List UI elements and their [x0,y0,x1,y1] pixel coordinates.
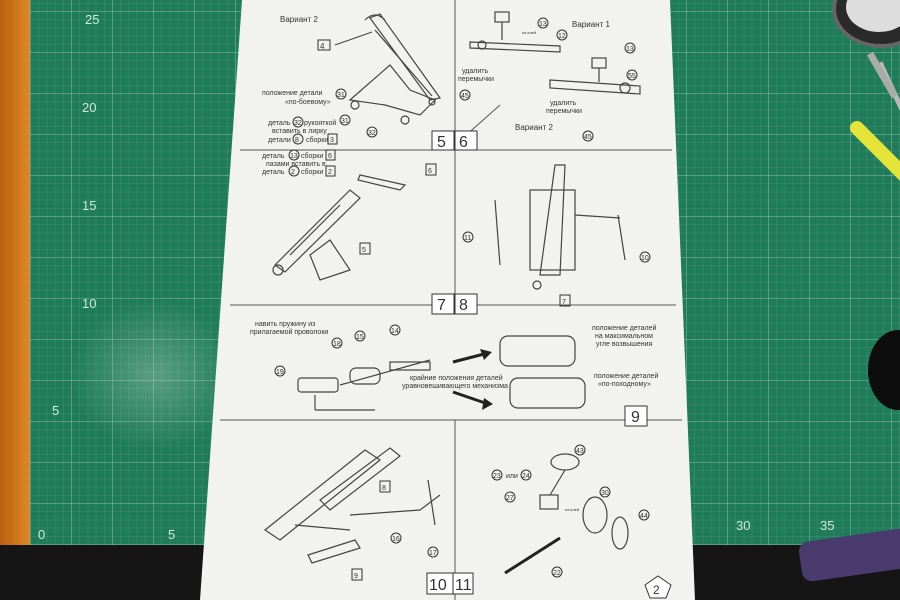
callout: 9 [354,573,358,580]
callout: 17 [429,550,437,557]
callout: 6 [328,153,332,160]
callout: 55 [628,73,636,80]
note: уравновешивающего механизма [402,383,508,390]
note: вставить в лирку [272,128,327,135]
callout: 8 [382,485,386,492]
callout: 6 [428,168,432,175]
note: крайние положения деталей [410,374,503,382]
callout: 22 [553,570,561,577]
callout: 14 [391,328,399,335]
mat-number: 10 [82,296,97,311]
spring-assembly [297,335,586,411]
variant-label: Вариант 2 [515,123,553,132]
callout: 23 [493,473,501,480]
note: угле возвышения [596,341,653,348]
instruction-diagrams: Вариант 2 4 положение детали «по-боевому… [220,0,682,600]
callout: 2 [328,169,332,176]
note: «по-походному» [598,381,651,388]
callout: 11 [464,235,471,242]
mortar-drawing-7 [272,174,407,281]
callout: 32 [294,120,302,127]
note: деталь [268,120,291,127]
step-number: 11 [455,577,472,594]
callout: 15 [356,334,364,341]
note: положение детали [262,90,323,97]
mat-number: 0 [38,527,46,542]
mat-number: 25 [85,12,100,27]
note: прилагаемой проволоки [250,328,328,336]
note: сборки [301,168,323,176]
variant-label: Вариант 2 [280,15,318,24]
note: на клей [522,30,536,35]
callout: 31 [337,92,345,99]
note: деталь [262,153,285,160]
callout: 8 [295,137,299,144]
callout: 2 [291,169,295,176]
note: удалить [462,68,488,75]
mat-number: 15 [82,198,97,213]
callout: 16 [392,536,400,543]
step-number: 6 [459,134,468,151]
mortar-drawing-5 [348,13,442,125]
note: рукояткой [304,119,336,127]
note: сборки [306,136,328,144]
callout: 13 [290,153,298,160]
note: «по-боевому» [285,98,331,106]
step-number: 8 [459,297,468,314]
callout: 13 [539,21,547,28]
note: на клей [565,507,579,512]
note: деталь [262,169,285,176]
note: перемычки [458,76,494,83]
callout: 24 [522,473,530,480]
callout: 13 [626,46,634,53]
mat-stain [70,300,240,450]
note: детали [268,137,291,144]
note: на максимальном [595,333,653,340]
callout: 31 [341,118,349,125]
callout: 30 [601,490,609,497]
step-number: 9 [631,409,640,426]
callout: 5 [362,247,366,254]
note: перемычки [546,108,582,115]
mat-number: 35 [820,518,835,533]
callout: 3 [330,137,334,144]
callout: 4 [320,42,325,51]
mat-number: 5 [168,527,176,542]
mat-number: 30 [736,518,751,533]
step-number: 5 [437,134,446,151]
mat-number: 5 [52,403,60,418]
callout: 45 [584,134,592,141]
instruction-sheet: Вариант 2 4 положение детали «по-боевому… [200,0,695,600]
page-number: 2 [653,583,660,597]
callout: 32 [368,130,376,137]
mechanism-drawing-11 [539,453,629,550]
step-number: 10 [429,577,447,594]
callout: 19 [276,369,284,376]
callout: 10 [641,255,649,262]
note: положение деталей [592,324,656,332]
note: навить пружину из [255,321,315,328]
callout: 45 [461,93,469,100]
step-number: 7 [437,297,446,314]
note: удалить [550,100,576,107]
callout: 12 [558,33,566,40]
mortar-drawing-10 [263,447,441,564]
callout: 7 [562,299,566,306]
note: сборки [301,152,323,160]
note: положение деталей [594,372,658,380]
barrel-drawing-6 [469,11,641,95]
callout: 18 [333,341,341,348]
variant-label: Вариант 1 [572,20,610,29]
note: или [506,473,518,480]
mortar-drawing-8 [494,164,626,290]
mat-number: 20 [82,100,97,115]
callout: 43 [576,448,584,455]
note: пазами вставить в [266,161,326,168]
callout: 27 [506,495,514,502]
callout: 44 [640,513,648,520]
